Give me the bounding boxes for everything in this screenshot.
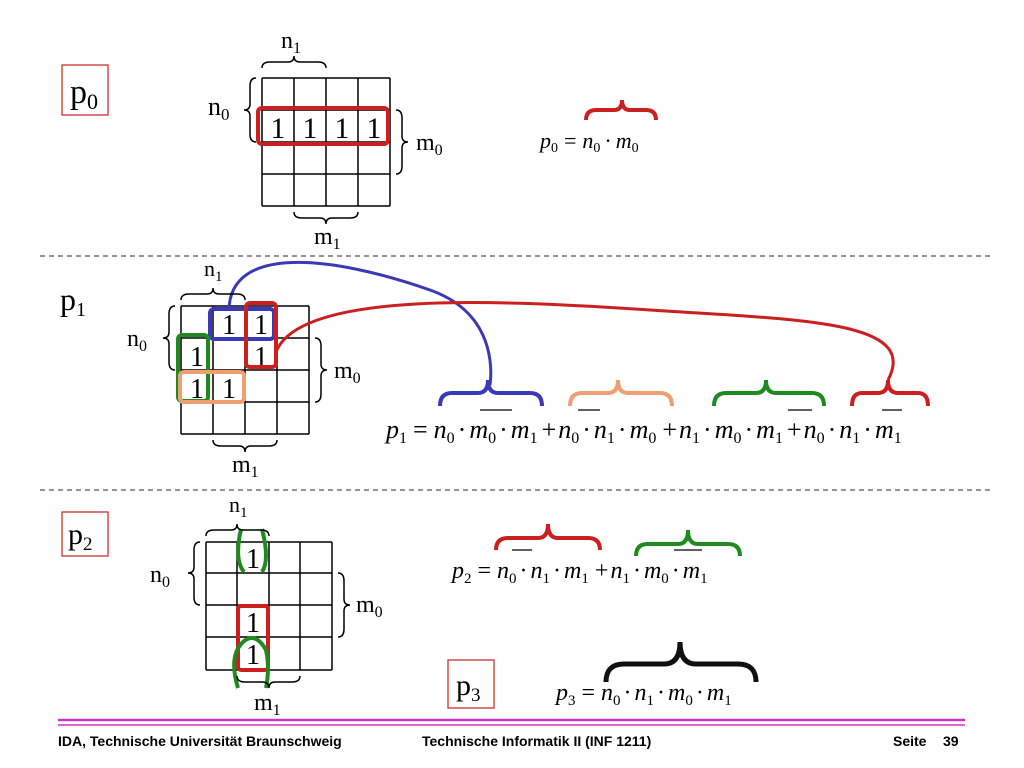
p0-n0-label: n0: [208, 92, 230, 124]
p2-green-group-bottom: [232, 636, 270, 689]
p0-n0-brace: [243, 77, 257, 143]
p0-m0-label: m0: [416, 130, 443, 159]
p1-cell: 1: [222, 310, 236, 341]
p0-n1-brace: [261, 55, 327, 69]
p1-cell: 1: [254, 310, 268, 341]
p1-m0-brace: [314, 337, 328, 403]
footer-page-number: 39: [943, 733, 959, 749]
p0-formula: p0=n0·m0: [538, 128, 639, 156]
p0-formula-brace: [584, 99, 658, 121]
p1-label: p1: [60, 281, 86, 321]
section-p0: p0 1 1 1 1 n1 n0 m0 m1 p0=n0·m0: [61, 28, 658, 253]
p2-n1-label: n1: [229, 492, 248, 521]
p0-n1-label: n1: [281, 28, 301, 57]
p1-m1-brace: [212, 439, 278, 453]
p0-label-box: [61, 64, 109, 116]
p2-n1-brace: [205, 523, 270, 537]
p1-formula: p1=n0·m0·m1+n0·n1·m0+n1·m0·m1+n0·n1·m1: [384, 415, 902, 447]
p0-m0-brace: [395, 109, 409, 175]
p2-label: p2: [68, 518, 93, 555]
p1-cell: 1: [190, 374, 204, 405]
p1-term3-brace: [712, 379, 826, 407]
p1-n0-brace: [162, 305, 176, 371]
p1-red-group: [244, 301, 278, 369]
p3-label-box: [447, 659, 495, 709]
footer-course: Technische Informatik II (INF 1211): [422, 733, 652, 749]
p0-cell: 1: [335, 112, 350, 145]
p0-cell: 1: [303, 112, 318, 145]
p2-m1-label: m1: [254, 690, 281, 719]
p1-red-connector: [274, 301, 895, 381]
p0-cell: 1: [367, 112, 382, 145]
p3-formula-brace: [603, 641, 759, 683]
p2-cell: 1: [246, 544, 260, 575]
p2-cell: 1: [246, 640, 260, 671]
p2-red-group: [236, 604, 270, 672]
p0-red-group: [256, 106, 390, 146]
p2-n0-brace: [187, 541, 201, 606]
p0-m1-brace: [293, 211, 359, 225]
p1-cell: 1: [190, 342, 204, 373]
section-p3: p3 p3=n0·n1·m0·m1: [447, 641, 759, 709]
p2-cell: 1: [246, 608, 260, 639]
p0-m1-label: m1: [314, 224, 341, 253]
p1-term2-brace: [568, 379, 674, 407]
p2-green-group-top: [236, 528, 268, 574]
p2-m1-brace: [236, 675, 301, 689]
p2-term1-brace: [494, 523, 602, 551]
p2-term2-brace: [634, 529, 742, 557]
footer-institution: IDA, Technische Universität Braunschweig: [58, 733, 342, 749]
footer-page-label: Seite: [893, 733, 927, 749]
p2-n0-label: n0: [150, 562, 170, 591]
p0-label: p0: [70, 74, 98, 114]
p1-term4-brace: [850, 379, 930, 407]
p1-n1-label: n1: [204, 256, 223, 285]
p2-label-box: [61, 511, 109, 557]
section-p1: p1 1 1 1 1 1 1 n1 n0 m0: [60, 256, 930, 481]
p0-cell: 1: [271, 112, 286, 145]
p1-orange-group: [178, 370, 246, 404]
p1-m0-label: m0: [334, 358, 361, 387]
p1-n0-label: n0: [127, 326, 147, 355]
p1-blue-connector: [227, 260, 493, 386]
p1-m1-label: m1: [232, 452, 259, 481]
p2-m0-brace: [337, 572, 351, 638]
p1-n1-brace: [180, 287, 246, 301]
p3-formula: p3=n0·n1·m0·m1: [554, 680, 732, 709]
section-p2: p2 1 1 1 n1 n0 m0 m1: [61, 492, 742, 719]
p1-term1-brace: [438, 379, 544, 407]
p1-cell: 1: [222, 374, 236, 405]
p2-formula: p2=n0·n1·m1+n1·m0·m1: [450, 558, 708, 587]
p2-m0-label: m0: [356, 592, 383, 621]
p3-label: p3: [456, 669, 481, 706]
p2-kmap-grid: [205, 541, 333, 671]
